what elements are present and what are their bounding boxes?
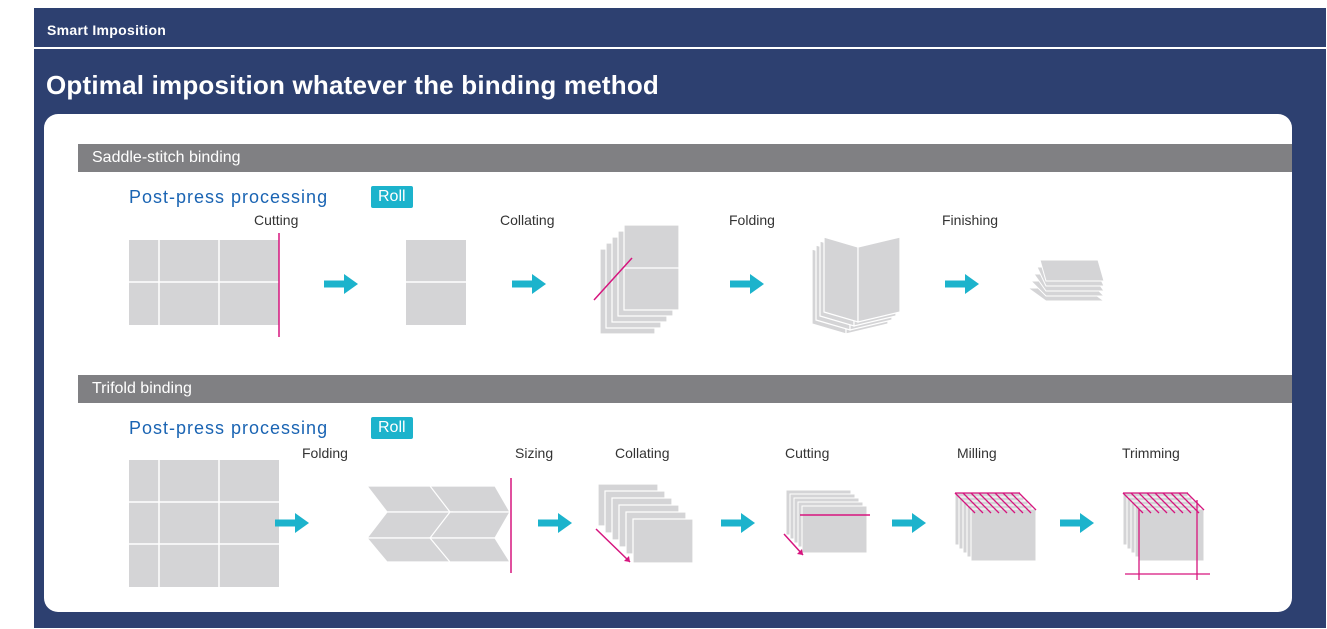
section-bar-trifold: Trifold binding — [78, 375, 1292, 403]
post-press-label: Post-press processing — [129, 187, 329, 207]
header-label: Smart Imposition — [47, 22, 167, 38]
arrow-icon — [892, 513, 926, 533]
arrow-icon — [1060, 513, 1094, 533]
step-label-trimming: Trimming — [1122, 445, 1180, 461]
sheet-3x3-icon — [129, 460, 279, 587]
section-bar-saddle-stitch: Saddle-stitch binding — [78, 144, 1292, 172]
trifolded-sheet-icon — [365, 485, 512, 563]
roll-badge: Roll — [371, 417, 413, 439]
arrow-icon — [512, 274, 546, 294]
arrow-icon — [324, 274, 358, 294]
step-label-collating: Collating — [615, 445, 670, 461]
trimming-stack-icon — [1122, 492, 1210, 580]
step-label-folding: Folding — [302, 445, 348, 461]
arrow-icon — [730, 274, 764, 294]
arrow-icon — [945, 274, 979, 294]
cutting-stack-icon — [783, 489, 870, 556]
step-label-cutting: Cutting — [785, 445, 830, 461]
cut-sheet-icon — [406, 240, 466, 325]
finished-booklet-icon — [1026, 259, 1106, 302]
folded-signature-icon — [811, 236, 901, 335]
sheet-2x3-icon — [129, 240, 279, 325]
step-label-folding: Folding — [729, 212, 775, 228]
collated-stack-icon — [595, 483, 694, 564]
arrow-icon — [721, 513, 755, 533]
step-label-sizing: Sizing — [515, 445, 554, 461]
milling-stack-icon — [954, 492, 1037, 562]
step-label-finishing: Finishing — [942, 212, 999, 228]
roll-badge: Roll — [371, 186, 413, 208]
header-divider — [34, 47, 1326, 49]
page-title: Optimal imposition whatever the binding … — [46, 70, 660, 100]
post-press-label: Post-press processing — [129, 418, 329, 438]
collated-stack-icon — [593, 224, 680, 335]
step-label-cutting: Cutting — [254, 212, 299, 228]
arrow-icon — [538, 513, 572, 533]
arrow-icon — [275, 513, 309, 533]
step-label-milling: Milling — [957, 445, 997, 461]
step-label-collating: Collating — [500, 212, 555, 228]
